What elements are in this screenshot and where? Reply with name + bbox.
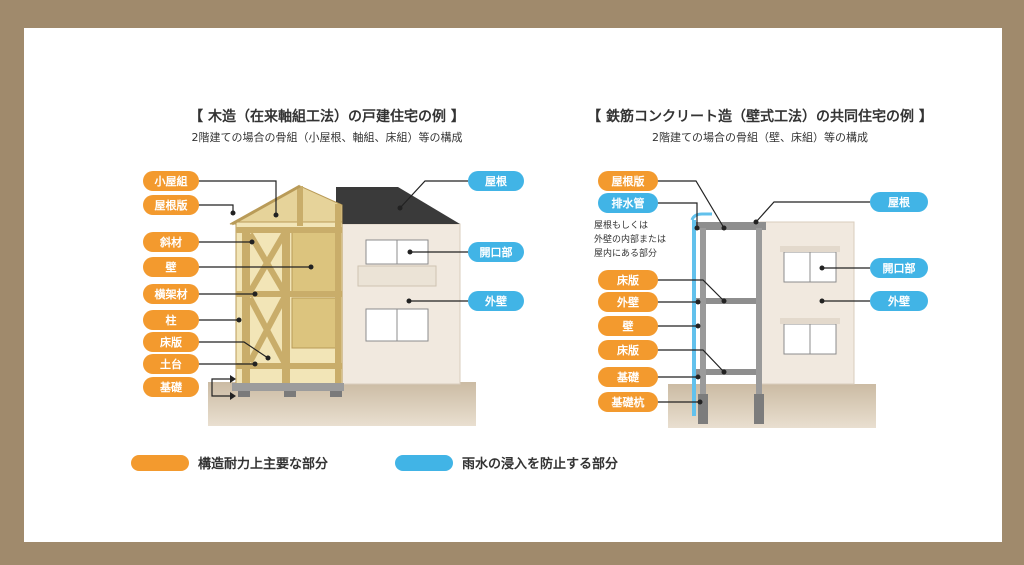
- left-title: 【 木造（在来軸組工法）の戸建住宅の例 】: [189, 108, 465, 125]
- label-pill-kaikoubu-right: [870, 258, 928, 278]
- left-leader-lines: [197, 180, 468, 400]
- label-yukaban-left: 床版: [160, 335, 182, 349]
- label-pill-yukaban-left: [143, 332, 199, 352]
- label-pill-yane-right: [870, 192, 928, 212]
- label-pill-dodai: [143, 354, 199, 374]
- label-kaikoubu-left: 開口部: [480, 245, 513, 259]
- rc-roof-slab: [696, 222, 766, 230]
- rc-building-illustration: [668, 212, 876, 428]
- legend-structural: 構造耐力上主要な部分: [198, 456, 328, 472]
- label-pill-kabe-left: [143, 257, 199, 277]
- label-pill-koyagumi: [143, 171, 199, 191]
- label-kabe-right: 壁: [623, 319, 634, 333]
- label-pill-kaikoubu-left: [468, 242, 524, 262]
- label-kiso-left: 基礎: [159, 380, 183, 394]
- label-pill-kiso-left: [143, 377, 199, 397]
- label-shazai: 斜材: [159, 235, 182, 249]
- left-structural-labels: 小屋組 屋根版 斜材 壁 横架材 柱 床版 土台 基礎: [143, 171, 199, 397]
- drain-pipe-note: 屋根もしくは 外壁の内部または 屋内にある部分: [594, 219, 666, 259]
- label-yukaban-right-1: 床版: [617, 273, 639, 287]
- label-pill-hashira: [143, 310, 199, 330]
- label-pill-okakezai: [143, 284, 199, 304]
- label-pill-kiso-right: [598, 367, 658, 387]
- label-okakezai: 横架材: [155, 287, 188, 301]
- wooden-house-illustration: [208, 184, 476, 426]
- label-haisuikan: 排水管: [612, 196, 645, 210]
- note-line-1: 屋根もしくは: [594, 219, 648, 231]
- note-line-3: 屋内にある部分: [594, 247, 657, 259]
- legend-water: 雨水の浸入を防止する部分: [462, 456, 618, 472]
- label-koyagumi: 小屋組: [154, 174, 188, 188]
- label-gaiheki-right: 外壁: [887, 294, 910, 308]
- label-pill-yane-left: [468, 171, 524, 191]
- label-pill-yukaban-right-1: [598, 270, 658, 290]
- right-leader-lines: [656, 180, 870, 405]
- label-gaiheki-left: 外壁: [484, 294, 507, 308]
- legend-swatch-water: [395, 455, 453, 471]
- label-kisokui: 基礎杭: [611, 395, 645, 409]
- label-pill-gaiheki-right: [870, 291, 928, 311]
- label-pill-kabe-right: [598, 316, 658, 336]
- label-pill-haisuikan: [598, 193, 658, 213]
- label-dodai: 土台: [160, 357, 182, 371]
- label-gaiheki-right-structural: 外壁: [616, 295, 639, 309]
- label-yane-right: 屋根: [888, 195, 911, 209]
- label-kiso-right: 基礎: [616, 370, 640, 384]
- label-pill-yaneban-left: [143, 195, 199, 215]
- label-kabe-left: 壁: [166, 260, 177, 274]
- right-water-labels: 排水管 屋根 開口部 外壁: [598, 192, 928, 311]
- label-pill-yukaban-right-2: [598, 340, 658, 360]
- label-kaikoubu-right: 開口部: [883, 261, 916, 275]
- label-pill-gaiheki-left: [468, 291, 524, 311]
- right-subtitle: 2階建ての場合の骨組（壁、床組）等の構成: [652, 130, 868, 144]
- label-pill-gaiheki-right-structural: [598, 292, 658, 312]
- legend: 構造耐力上主要な部分 雨水の浸入を防止する部分: [131, 455, 618, 472]
- legend-swatch-structural: [131, 455, 189, 471]
- note-line-2: 外壁の内部または: [594, 233, 666, 245]
- label-yaneban-left: 屋根版: [155, 198, 188, 212]
- right-structural-labels: 屋根版 床版 外壁 壁 床版 基礎 基礎杭: [598, 171, 658, 412]
- right-title: 【 鉄筋コンクリート造（壁式工法）の共同住宅の例 】: [587, 108, 933, 125]
- label-yukaban-right-2: 床版: [617, 343, 639, 357]
- label-yaneban-right: 屋根版: [612, 174, 645, 188]
- label-hashira: 柱: [166, 313, 177, 327]
- left-subtitle: 2階建ての場合の骨組（小屋根、軸組、床組）等の構成: [192, 130, 463, 144]
- label-yane-left: 屋根: [485, 174, 508, 188]
- drain-pipe: [692, 220, 696, 416]
- label-pill-kisokui: [598, 392, 658, 412]
- roof-left: [336, 187, 460, 224]
- label-pill-shazai: [143, 232, 199, 252]
- left-water-labels: 屋根 開口部 外壁: [468, 171, 524, 311]
- label-pill-yaneban-right: [598, 171, 658, 191]
